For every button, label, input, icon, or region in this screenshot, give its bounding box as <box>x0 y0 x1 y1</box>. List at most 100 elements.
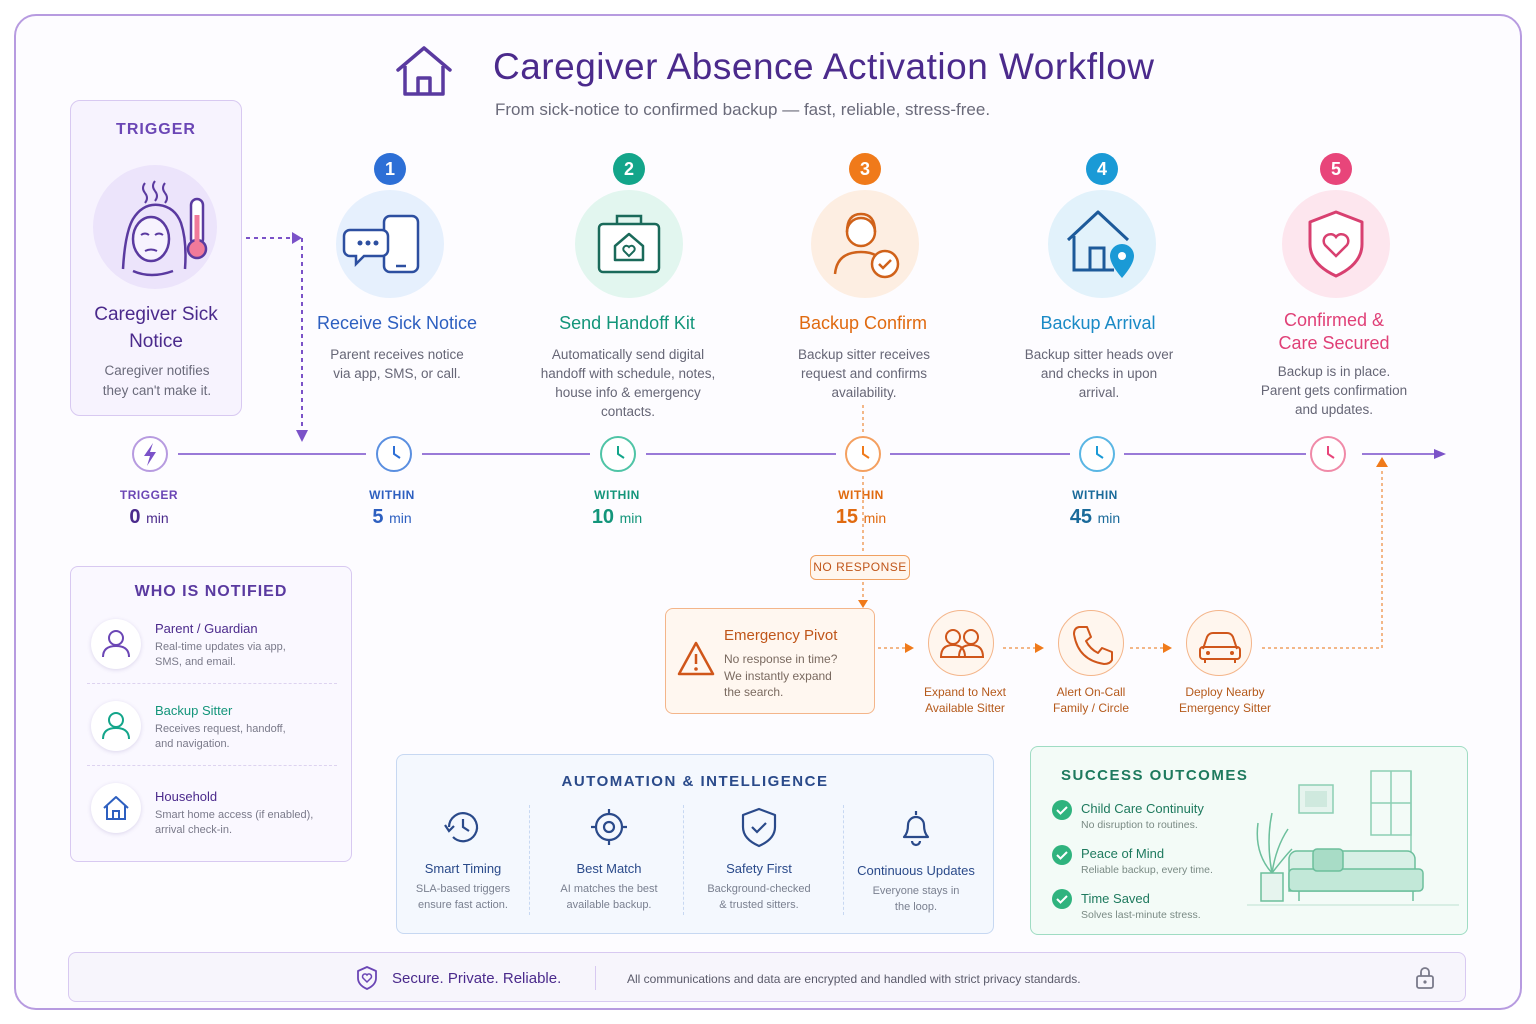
step-2-title: Send Handoff Kit <box>559 313 695 333</box>
sick-caregiver-icon <box>93 165 217 289</box>
trigger-connector-arrow <box>246 232 308 442</box>
deploy-sitter-icon-circle <box>1186 610 1252 676</box>
bell-icon <box>902 811 930 847</box>
divider <box>87 765 337 766</box>
emergency-pivot-description: No response in time? We instantly expand… <box>724 652 838 699</box>
user-icon <box>102 712 130 740</box>
timeline <box>132 436 1446 472</box>
success-item-description: No disruption to routines. <box>1081 819 1198 831</box>
house-icon <box>103 796 129 820</box>
household-avatar <box>91 783 141 833</box>
handoff-kit-icon <box>597 214 661 274</box>
step-5-icon-circle <box>1282 190 1390 298</box>
step-3-title: Backup Confirm <box>798 313 928 333</box>
timeline-value-0: 0 min <box>129 506 169 528</box>
check-circle-icon <box>1052 800 1072 820</box>
who-is-notified-title: WHO IS NOTIFIED <box>134 583 288 600</box>
who-sitter-description: Receives request, handoff,and navigation… <box>155 723 286 750</box>
smart-timing-title: Smart Timing <box>424 861 502 876</box>
step-3-icon-circle <box>811 190 919 298</box>
divider <box>529 805 530 915</box>
step-3-badge: 3 <box>849 153 881 185</box>
page-title: Caregiver Absence Activation Workflow <box>493 46 1155 87</box>
timeline-label-2: WITHIN <box>594 488 640 502</box>
timeline-label-3: WITHIN <box>838 488 884 502</box>
automation-panel: AUTOMATION & INTELLIGENCE Smart Timing S… <box>396 754 994 934</box>
warning-icon <box>677 641 715 676</box>
parent-avatar <box>91 619 141 669</box>
success-item-title: Time Saved <box>1081 891 1150 906</box>
step-4-description: Backup sitter heads over and checks in u… <box>1024 347 1174 400</box>
who-parent-name: Parent / Guardian <box>155 621 258 636</box>
footer-bar: Secure. Private. Reliable. All communica… <box>68 952 1466 1002</box>
who-parent-description: Real-time updates via app,SMS, and email… <box>155 641 286 668</box>
who-is-notified-panel: WHO IS NOTIFIED Parent / Guardian Real-t… <box>70 566 352 862</box>
target-icon <box>591 809 627 845</box>
expand-sitter-icon-circle <box>928 610 994 676</box>
emergency-pivot-title: Emergency Pivot <box>724 627 838 644</box>
trigger-description: Caregiver notifies they can't make it. <box>102 363 212 398</box>
success-outcomes-panel: SUCCESS OUTCOMES Child Care Continuity N… <box>1030 746 1468 935</box>
timeline-value-1: 5 min <box>372 506 412 528</box>
timeline-value-2: 10 min <box>591 506 643 528</box>
footer-privacy-note: All communications and data are encrypte… <box>627 972 1081 986</box>
divider <box>843 805 844 915</box>
no-response-badge: NO RESPONSE <box>810 555 910 580</box>
trigger-card: TRIGGER Caregiver Sick Notice Caregiver … <box>70 100 242 416</box>
sitter-confirm-icon <box>833 212 900 279</box>
step-3-description: Backup sitter receives request and confi… <box>797 347 931 400</box>
backup-sitter-avatar <box>91 701 141 751</box>
phone-icon <box>1073 626 1113 665</box>
emergency-pivot-card: Emergency Pivot No response in time? We … <box>665 608 875 714</box>
shield-heart-icon <box>1308 210 1364 278</box>
success-item-description: Reliable backup, every time. <box>1081 864 1213 876</box>
success-item-title: Child Care Continuity <box>1081 801 1204 816</box>
divider <box>595 966 596 990</box>
step-1-icon-circle <box>336 190 444 298</box>
timeline-label-0: TRIGGER <box>119 488 179 502</box>
lock-icon <box>1416 967 1434 989</box>
step-1-badge: 1 <box>374 153 406 185</box>
step-4-icon-circle <box>1048 190 1156 298</box>
user-icon <box>102 630 130 658</box>
automation-title: AUTOMATION & INTELLIGENCE <box>561 773 829 790</box>
check-circle-icon <box>1052 889 1072 909</box>
step-4-badge: 4 <box>1086 153 1118 185</box>
safety-first-title: Safety First <box>726 861 792 876</box>
divider <box>683 805 684 915</box>
shield-heart-icon <box>357 966 377 990</box>
alert-family-icon-circle <box>1058 610 1124 676</box>
step-2-badge: 2 <box>613 153 645 185</box>
return-arrow-head <box>1376 457 1388 467</box>
page-subtitle: From sick-notice to confirmed backup — f… <box>495 100 991 119</box>
phone-chat-icon <box>342 214 420 274</box>
users-icon <box>939 629 985 658</box>
safety-first-description: Background-checked& trusted sitters. <box>707 883 811 911</box>
step-2-icon-circle <box>575 190 683 298</box>
who-household-name: Household <box>155 789 218 804</box>
timeline-label-4: WITHIN <box>1072 488 1118 502</box>
living-room-illustration <box>1247 770 1459 906</box>
step-2-description: Automatically send digital handoff with … <box>540 347 716 419</box>
step-1-description: Parent receives notice via app, SMS, or … <box>330 347 464 381</box>
trigger-label: TRIGGER <box>116 121 196 138</box>
step-5-title: Confirmed & Care Secured <box>1278 310 1390 353</box>
emergency-branch-connectors <box>858 470 1383 653</box>
check-circle-icon <box>1052 845 1072 865</box>
footer-tagline: Secure. Private. Reliable. <box>392 970 562 987</box>
smart-timing-icon <box>444 812 479 843</box>
success-outcomes-title: SUCCESS OUTCOMES <box>1061 767 1249 784</box>
success-item-title: Peace of Mind <box>1081 846 1165 861</box>
step-1-title: Receive Sick Notice <box>316 313 478 333</box>
house-location-icon <box>1066 210 1134 278</box>
best-match-title: Best Match <box>576 861 642 876</box>
timeline-value-3: 15 min <box>835 506 887 528</box>
who-sitter-name: Backup Sitter <box>155 703 233 718</box>
timeline-label-1: WITHIN <box>369 488 415 502</box>
continuous-updates-title: Continuous Updates <box>857 863 975 878</box>
